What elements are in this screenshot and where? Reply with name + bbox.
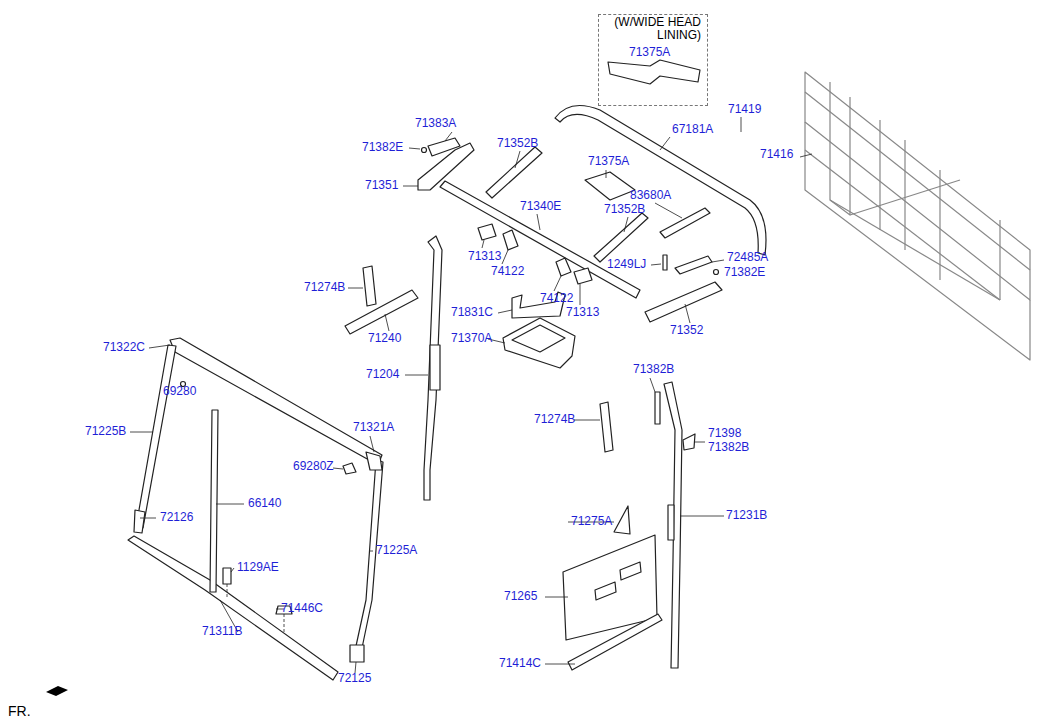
callout-number: 1249LJ <box>607 257 646 271</box>
callout-number: 71375A <box>629 46 707 59</box>
callout-number: 71340E <box>520 199 561 213</box>
callout-number: 71275A <box>571 514 612 528</box>
callout-number: 71382B <box>633 362 674 376</box>
callout-number: 72126 <box>160 510 193 524</box>
callout-number: 71322C <box>103 340 145 354</box>
option-heading: (W/WIDE HEAD LINING) <box>605 16 701 42</box>
callout-number: 71265 <box>504 589 537 603</box>
callout-number: 69280 <box>163 384 196 398</box>
callout-number: 71382E <box>724 265 765 279</box>
callout-number: 67181A <box>672 122 713 136</box>
callout-number: 71321A <box>353 420 394 434</box>
callout-number: 71416 <box>760 147 793 161</box>
callout-number: 71231B <box>726 508 767 522</box>
callout-number: 71352 <box>670 323 703 337</box>
callout-number: 83680A <box>630 188 671 202</box>
callout-number: 71446C <box>281 601 323 615</box>
callout-number: 71313 <box>566 305 599 319</box>
front-arrow <box>46 686 68 696</box>
callout-number: 71370A <box>451 331 492 345</box>
callout-number: 69280Z <box>293 459 334 473</box>
callout-number: 71414C <box>499 656 541 670</box>
callout-number: 71419 <box>728 102 761 116</box>
callout-number: 71240 <box>368 331 401 345</box>
front-marker: FR. <box>8 704 31 718</box>
callout-number: 71313 <box>468 249 501 263</box>
callout-number: 71274B <box>534 412 575 426</box>
callout-number: 71382B <box>708 440 749 454</box>
callout-number: 74122 <box>491 264 524 278</box>
callout-number: 71351 <box>365 178 398 192</box>
callout-number: 71274B <box>304 280 345 294</box>
callout-number: 1129AE <box>237 560 279 574</box>
callout-number: 71204 <box>366 367 399 381</box>
callout-number: 71383A <box>415 116 456 130</box>
callout-number: 72125 <box>338 671 371 685</box>
callout-number: 71398 <box>708 426 741 440</box>
callout-number: 71352B <box>604 202 645 216</box>
option-box: (W/WIDE HEAD LINING) 71375A <box>598 14 708 106</box>
callout-number: 71831C <box>451 305 493 319</box>
callout-number: 71382E <box>362 140 403 154</box>
callout-number: 74122 <box>540 291 573 305</box>
callout-number: 71311B <box>202 624 242 638</box>
callout-number: 72485A <box>727 250 768 264</box>
callout-number: 71375A <box>588 154 629 168</box>
callout-number: 66140 <box>248 496 281 510</box>
callout-number: 71225A <box>376 543 417 557</box>
callout-number: 71225B <box>85 424 126 438</box>
callout-number: 71352B <box>497 136 538 150</box>
